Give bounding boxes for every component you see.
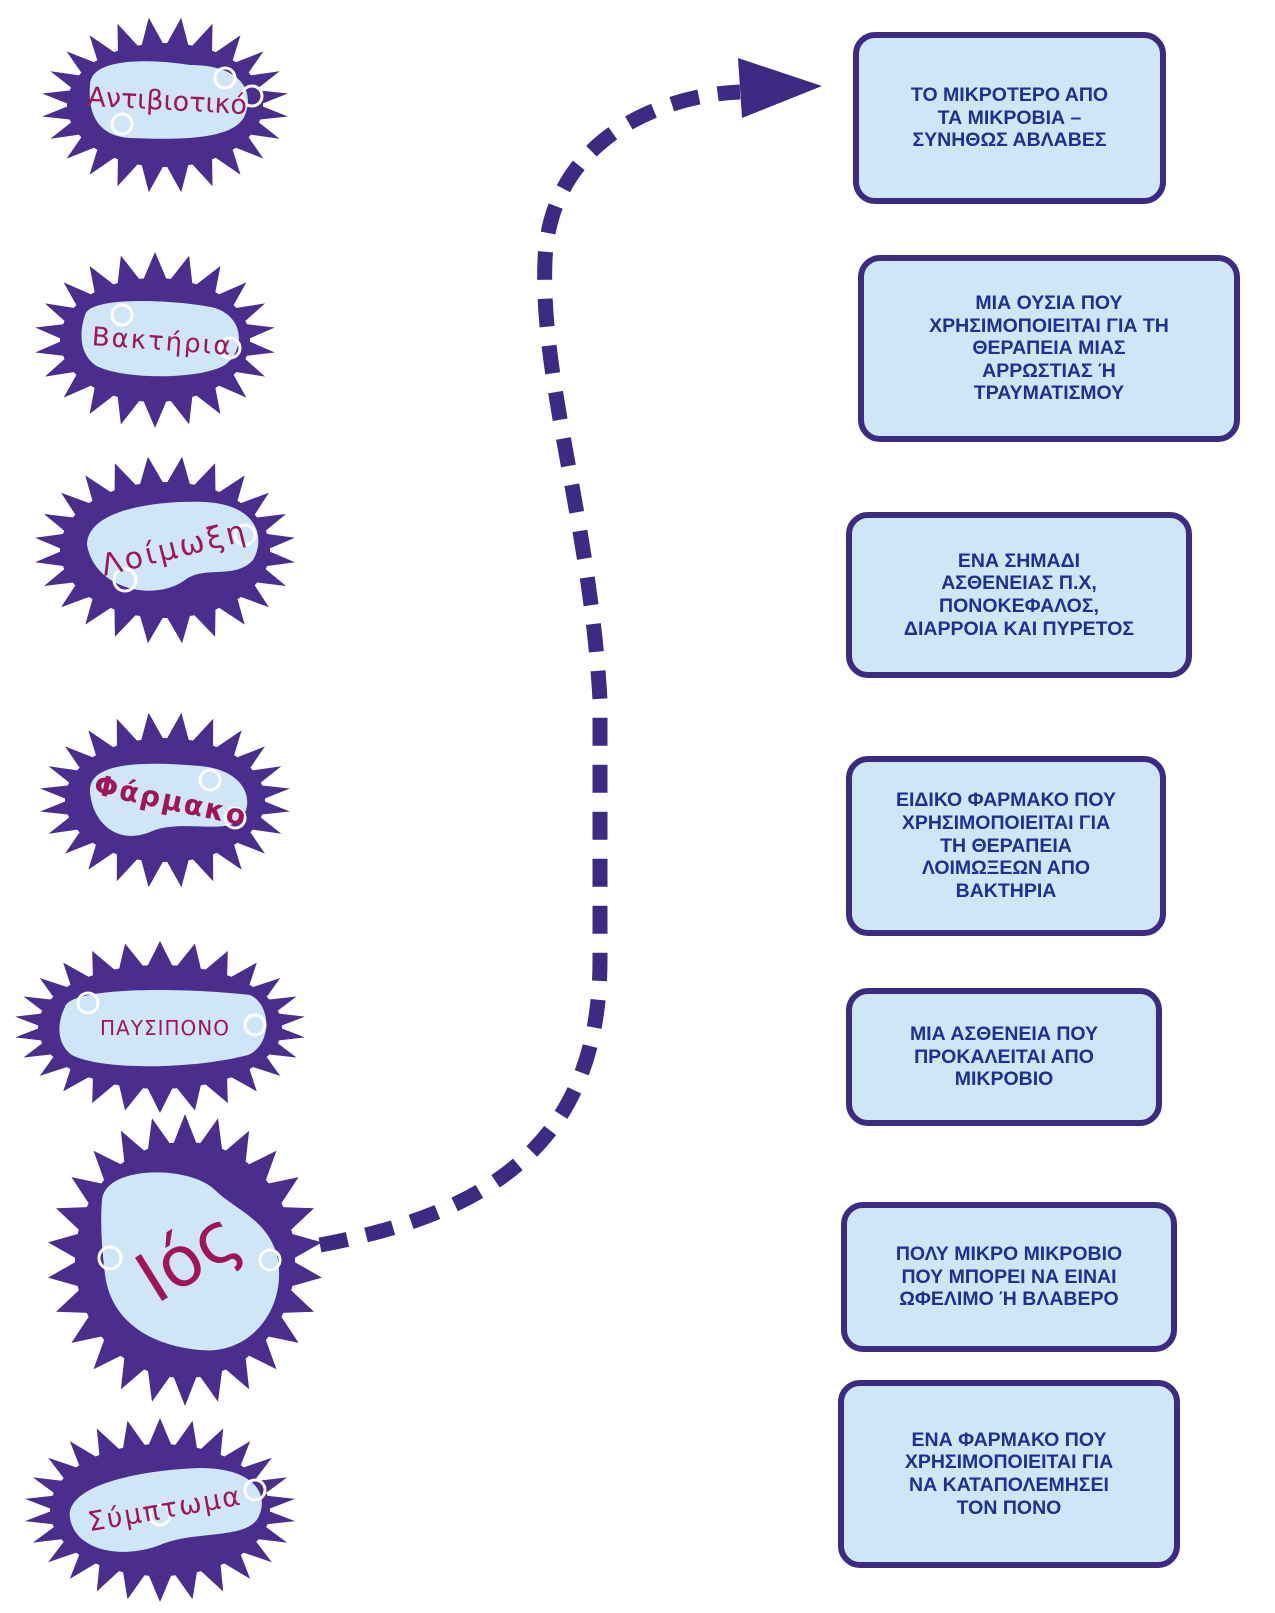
microbe-shape-icon: Φάρμακο [40, 712, 290, 888]
definition-text: ΕΝΑ ΣΗΜΑΔΙ ΑΣΘΕΝΕΙΑΣ Π.Χ, ΠΟΝΟΚΕΦΑΛΟΣ, Δ… [903, 549, 1135, 640]
definition-box-6[interactable]: ΠΟΛΥ ΜΙΚΡΟ ΜΙΚΡΟΒΙΟ ΠΟΥ ΜΠΟΡΕΙ ΝΑ ΕΙΝΑΙ … [841, 1202, 1177, 1352]
definition-box-4[interactable]: ΕΙΔΙΚΟ ΦΑΡΜΑΚΟ ΠΟΥ ΧΡΗΣΙΜΟΠΟΙΕΙΤΑΙ ΓΙΑ Τ… [846, 756, 1166, 936]
term-bacteria[interactable]: Βακτήρια [30, 240, 280, 440]
term-symptom[interactable]: Σύμπτωμα [20, 1400, 300, 1613]
microbe-shape-icon: Αντιβιοτικό [42, 17, 288, 193]
arrow-head-icon [738, 58, 822, 118]
definition-box-1[interactable]: ΤΟ ΜΙΚΡΟΤΕΡΟ ΑΠΟ ΤΑ ΜΙΚΡΟΒΙΑ – ΣΥΝΗΘΩΣ Α… [853, 32, 1166, 204]
definition-text: ΕΙΔΙΚΟ ΦΑΡΜΑΚΟ ΠΟΥ ΧΡΗΣΙΜΟΠΟΙΕΙΤΑΙ ΓΙΑ Τ… [895, 789, 1116, 902]
connector-dashed-path [318, 84, 741, 1253]
microbe-shape-icon: Λοίμωξη [35, 456, 295, 644]
definition-box-2[interactable]: ΜΙΑ ΟΥΣΙΑ ΠΟΥ ΧΡΗΣΙΜΟΠΟΙΕΙΤΑΙ ΓΙΑ ΤΗ ΘΕΡ… [858, 255, 1240, 442]
definition-text: ΜΙΑ ΟΥΣΙΑ ΠΟΥ ΧΡΗΣΙΜΟΠΟΙΕΙΤΑΙ ΓΙΑ ΤΗ ΘΕΡ… [929, 291, 1169, 405]
term-antibiotic[interactable]: Αντιβιοτικό [30, 0, 300, 205]
microbe-shape-icon: Ιός [48, 1114, 322, 1406]
definition-box-3[interactable]: ΕΝΑ ΣΗΜΑΔΙ ΑΣΘΕΝΕΙΑΣ Π.Χ, ΠΟΝΟΚΕΦΑΛΟΣ, Δ… [846, 512, 1192, 678]
microbe-shape-icon: Βακτήρια [35, 252, 275, 428]
definition-box-7[interactable]: ΕΝΑ ΦΑΡΜΑΚΟ ΠΟΥ ΧΡΗΣΙΜΟΠΟΙΕΙΤΑΙ ΓΙΑ ΝΑ Κ… [838, 1380, 1180, 1568]
definition-text: ΜΙΑ ΑΣΘΕΝΕΙΑ ΠΟΥ ΠΡΟΚΑΛΕΙΤΑΙ ΑΠΟ ΜΙΚΡΟΒΙ… [909, 1023, 1099, 1091]
definition-text: ΤΟ ΜΙΚΡΟΤΕΡΟ ΑΠΟ ΤΑ ΜΙΚΡΟΒΙΑ – ΣΥΝΗΘΩΣ Α… [910, 84, 1109, 152]
microbe-shape-icon: ΠΑΥΣΙΠΟΝΟ [15, 941, 305, 1113]
term-infection[interactable]: Λοίμωξη [25, 440, 305, 650]
definition-text: ΠΟΛΥ ΜΙΚΡΟ ΜΙΚΡΟΒΙΟ ΠΟΥ ΜΠΟΡΕΙ ΝΑ ΕΙΝΑΙ … [895, 1243, 1123, 1311]
definition-text: ΕΝΑ ΦΑΡΜΑΚΟ ΠΟΥ ΧΡΗΣΙΜΟΠΟΙΕΙΤΑΙ ΓΙΑ ΝΑ Κ… [904, 1428, 1114, 1519]
term-medicine[interactable]: Φάρμακο [30, 700, 300, 900]
term-painkiller[interactable]: ΠΑΥΣΙΠΟΝΟ [10, 925, 310, 1125]
term-virus[interactable]: Ιός [40, 1110, 330, 1410]
definition-box-5[interactable]: ΜΙΑ ΑΣΘΕΝΕΙΑ ΠΟΥ ΠΡΟΚΑΛΕΙΤΑΙ ΑΠΟ ΜΙΚΡΟΒΙ… [846, 988, 1162, 1126]
microbe-shape-icon: Σύμπτωμα [25, 1418, 295, 1602]
term-label: ΠΑΥΣΙΠΟΝΟ [100, 1016, 230, 1040]
